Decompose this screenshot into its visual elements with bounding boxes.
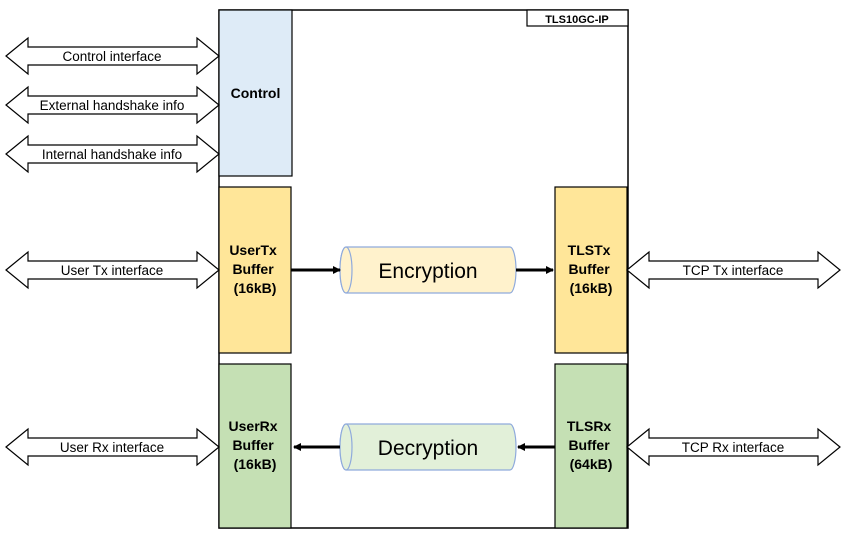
external-handshake-arrow: External handshake info	[5, 85, 220, 125]
tls-rx-line-1: TLSRx	[567, 418, 612, 434]
user-rx-line-2: Buffer	[232, 437, 274, 453]
ip-title: TLS10GC-IP	[545, 14, 609, 26]
tls-tx-line-3: (16kB)	[570, 280, 613, 296]
control-interface-arrow: Control interface	[5, 36, 220, 76]
control-label: Control	[231, 85, 281, 101]
tcp-tx-interface-label: TCP Tx interface	[683, 263, 784, 278]
internal-handshake-label: Internal handshake info	[42, 147, 182, 162]
user-rx-buffer-label: UserRx Buffer (16kB)	[229, 418, 282, 472]
encryption-engine: Encryption	[339, 246, 517, 294]
decryption-label: Decryption	[378, 437, 478, 460]
tls-rx-buffer-label: TLSRx Buffer (64kB)	[567, 418, 615, 472]
tls-rx-line-2: Buffer	[568, 437, 610, 453]
tcp-tx-interface-arrow: TCP Tx interface	[626, 250, 841, 290]
user-tx-interface-label: User Tx interface	[61, 263, 164, 278]
user-rx-buffer	[218, 363, 292, 529]
user-rx-line-3: (16kB)	[234, 456, 277, 472]
internal-handshake-arrow: Internal handshake info	[5, 134, 220, 174]
tls-rx-line-3: (64kB)	[570, 456, 613, 472]
user-tx-line-1: UserTx	[229, 242, 277, 258]
user-rx-line-1: UserRx	[229, 418, 278, 434]
user-tx-line-3: (16kB)	[234, 280, 277, 296]
tls-tx-buffer	[554, 186, 628, 354]
ip-title-box	[526, 9, 629, 27]
decryption-engine: Decryption	[339, 423, 517, 471]
tls-rx-buffer	[554, 363, 628, 529]
control-block	[218, 9, 293, 177]
encryption-label: Encryption	[378, 260, 477, 283]
tcp-rx-interface-label: TCP Rx interface	[682, 440, 785, 455]
tcp-rx-interface-arrow: TCP Rx interface	[626, 427, 841, 467]
user-tx-buffer-label: UserTx Buffer (16kB)	[229, 242, 280, 296]
tls-tx-buffer-label: TLSTx Buffer (16kB)	[568, 242, 615, 296]
tls-tx-line-2: Buffer	[568, 261, 610, 277]
control-interface-label: Control interface	[62, 49, 161, 64]
tls-tx-line-1: TLSTx	[568, 242, 611, 258]
user-rx-interface-arrow: User Rx interface	[5, 427, 220, 467]
external-handshake-label: External handshake info	[40, 98, 185, 113]
user-tx-interface-arrow: User Tx interface	[5, 250, 220, 290]
user-tx-line-2: Buffer	[232, 261, 274, 277]
user-rx-interface-label: User Rx interface	[60, 440, 164, 455]
user-tx-buffer	[218, 186, 292, 354]
